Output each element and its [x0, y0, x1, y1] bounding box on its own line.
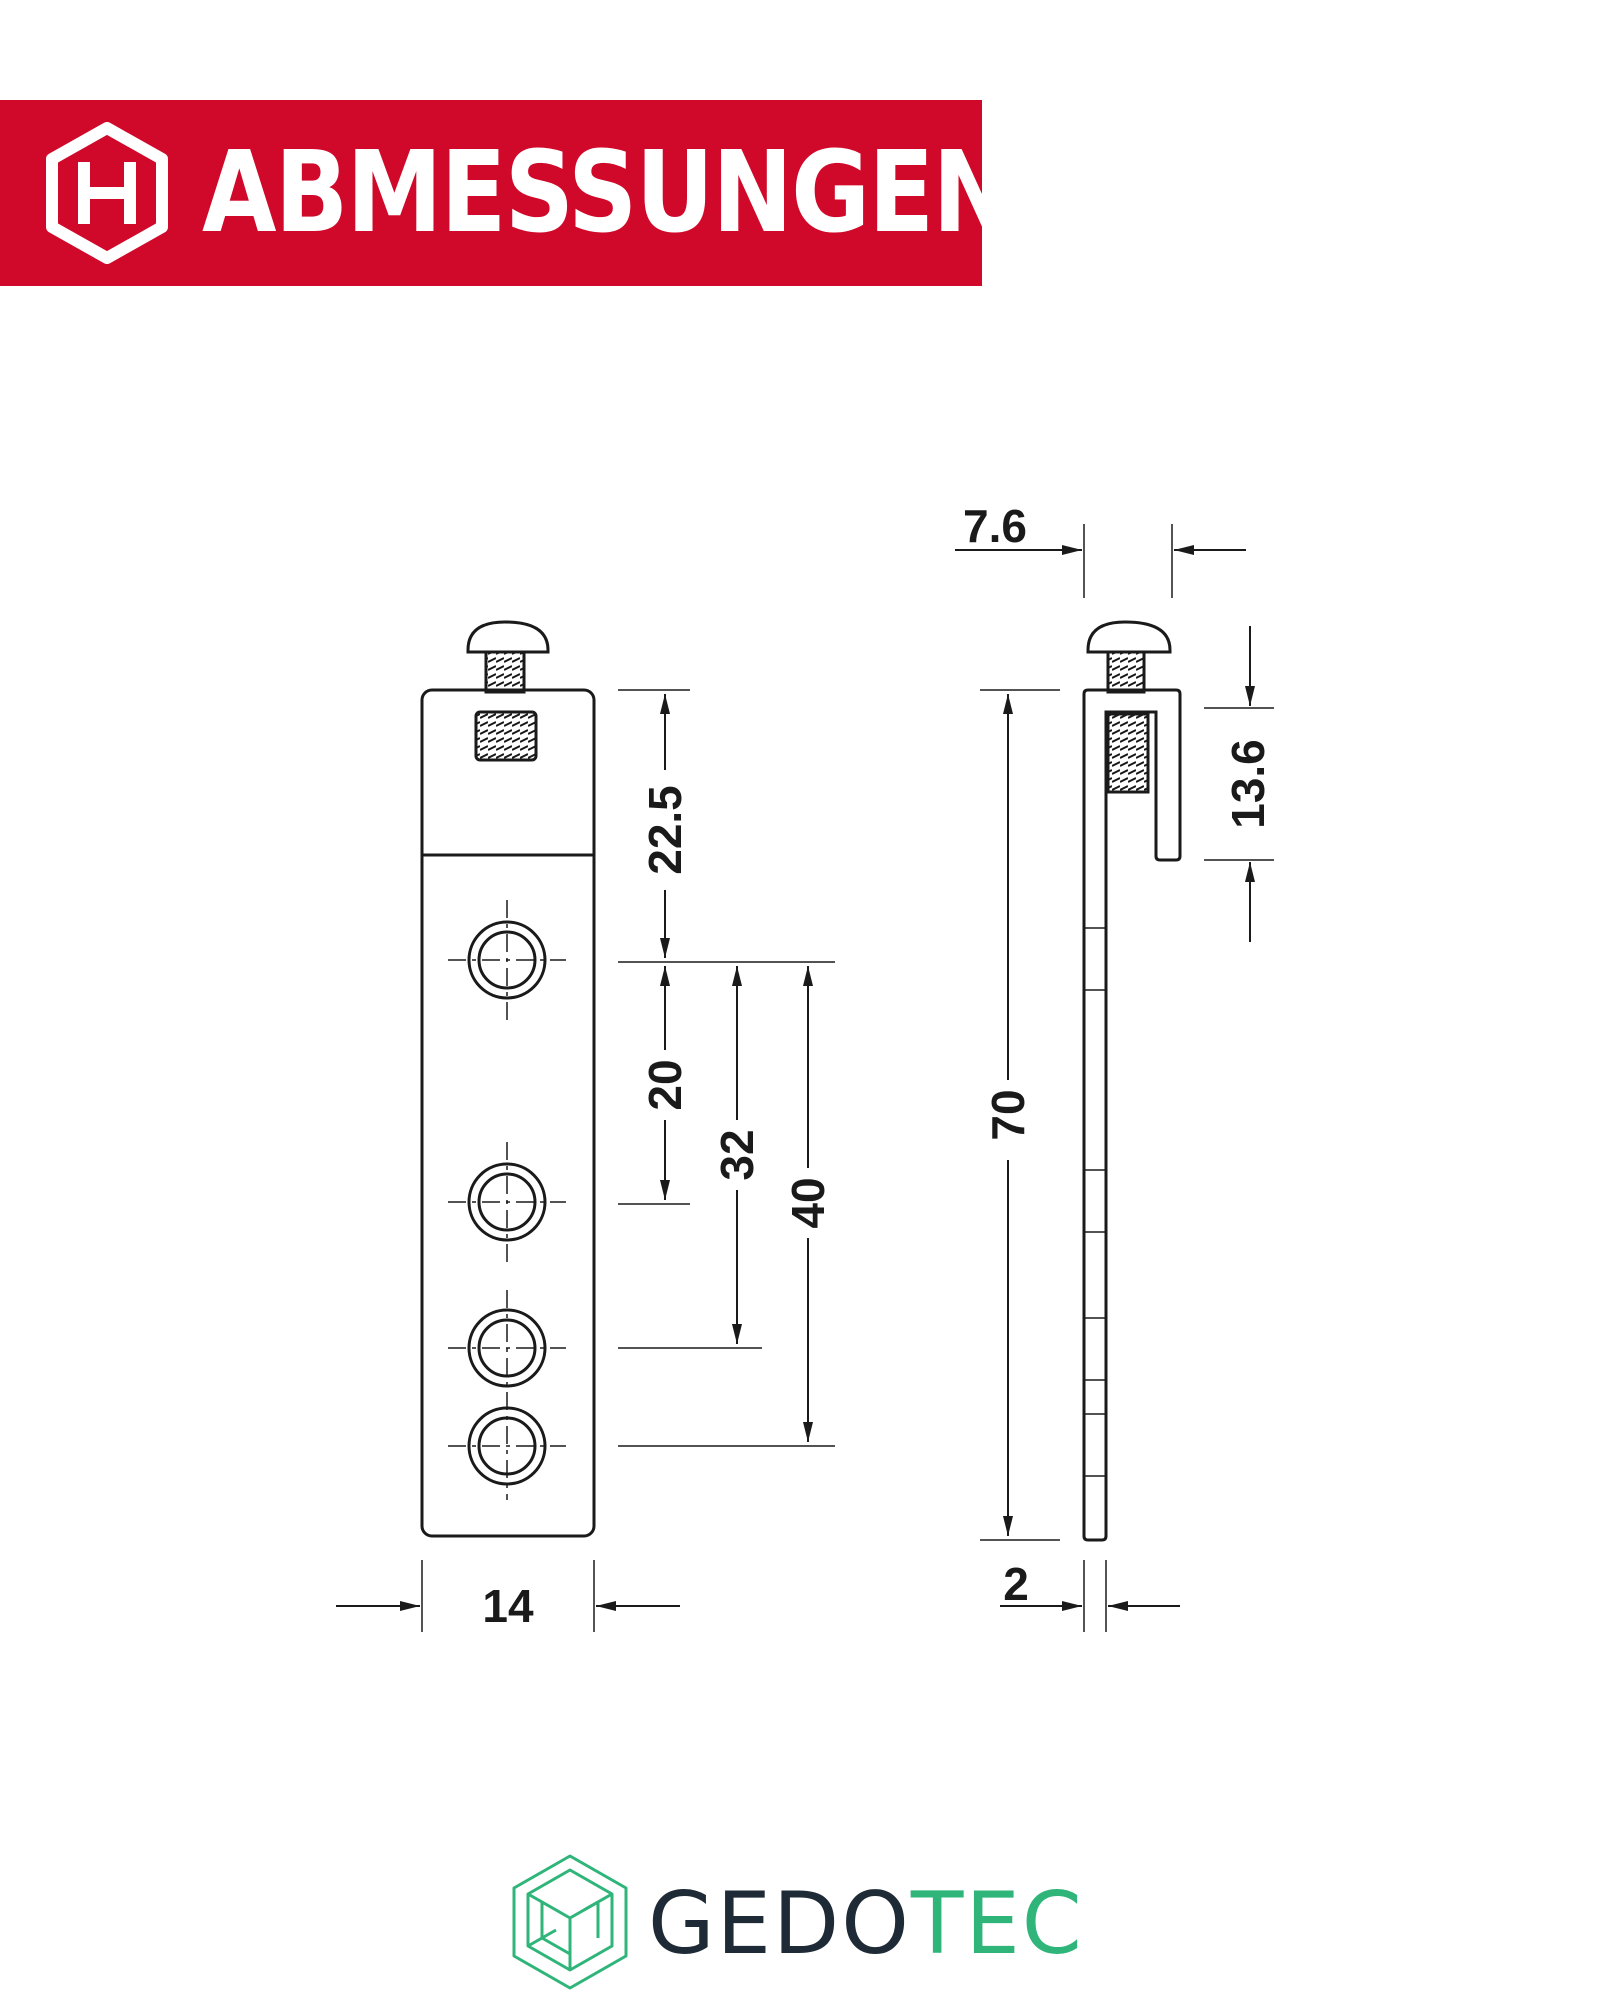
dim-label-14: 14: [482, 1580, 534, 1632]
brand-name-part1: GEDO: [648, 1874, 911, 1974]
dim-label-22-5: 22.5: [639, 785, 691, 875]
gedotec-cube-icon: [512, 1854, 628, 1990]
brand-name-part2: TEC: [910, 1874, 1084, 1974]
front-view: [336, 620, 835, 1632]
front-hole: [467, 920, 547, 1000]
dim-label-13-6: 13.6: [1222, 739, 1274, 829]
hexagon-h-icon: [46, 122, 168, 264]
dim-label-7-6: 7.6: [963, 500, 1027, 552]
dim-label-70: 70: [982, 1089, 1034, 1140]
header-banner: ABMESSUNGEN: [0, 100, 1013, 286]
side-screw-head: [1086, 620, 1172, 654]
side-screw-insert: [1106, 712, 1150, 794]
front-hole: [467, 1162, 547, 1242]
dim-label-40: 40: [782, 1177, 834, 1228]
front-screw-head: [466, 620, 550, 654]
side-view: [955, 524, 1274, 1632]
dim-label-20: 20: [639, 1059, 691, 1110]
dim-label-2: 2: [1003, 1558, 1029, 1610]
brand-name: GEDOTEC: [648, 1874, 1084, 1974]
front-screw-insert: [474, 710, 538, 762]
side-screw-thread: [1106, 650, 1146, 694]
dim-label-32: 32: [711, 1129, 763, 1180]
page-title: ABMESSUNGEN: [202, 128, 1013, 258]
side-bar: [1082, 688, 1182, 1542]
front-screw-thread: [484, 650, 526, 694]
brand-footer: GEDOTEC: [508, 1852, 1108, 2002]
